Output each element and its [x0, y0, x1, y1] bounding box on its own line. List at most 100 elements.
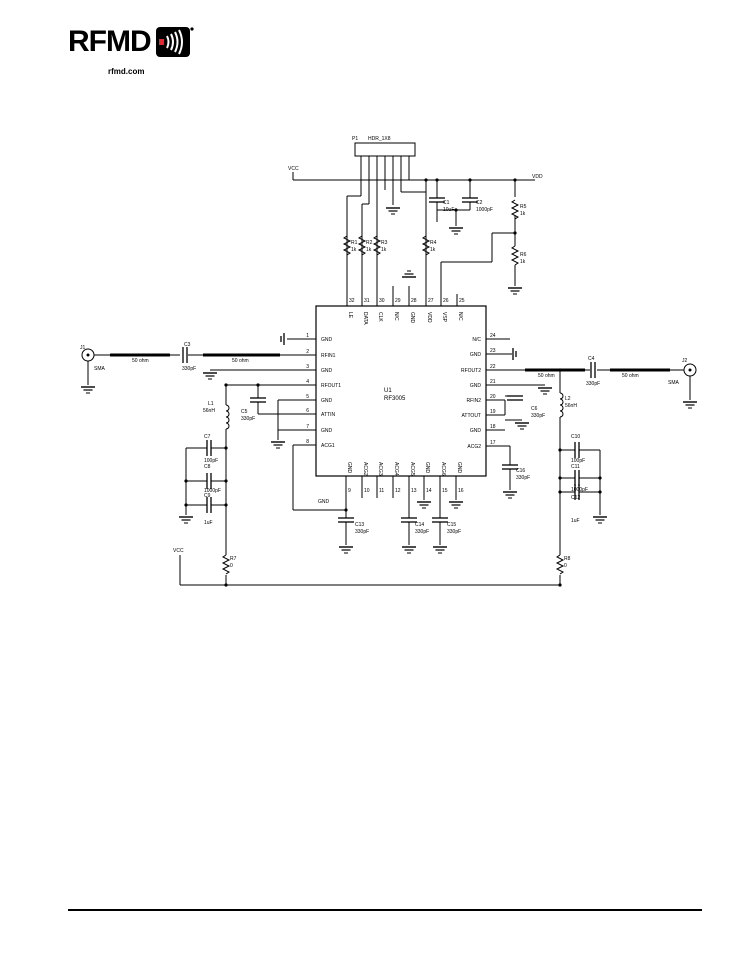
- r4-ref: R4: [430, 240, 437, 246]
- r1-value: 1k: [351, 247, 357, 253]
- c2-value: 1000pF: [476, 207, 493, 213]
- c9-value: 1uF: [204, 520, 213, 526]
- pin-name-left: ATTIN: [321, 412, 335, 418]
- pin-number-right: 24: [490, 333, 496, 339]
- l1-value: 56nH: [203, 408, 215, 414]
- c11-ref: C11: [571, 464, 580, 470]
- chip-body: [315, 305, 487, 477]
- pin-name-right: GND: [470, 352, 482, 358]
- pin-number-bottom: 14: [426, 488, 432, 494]
- c10-value: 100pF: [571, 458, 585, 464]
- connector-header: [354, 142, 416, 157]
- logo-text: RFMD: [68, 25, 152, 58]
- pin-number-left: 7: [306, 424, 309, 430]
- pin-number-left: 5: [306, 394, 309, 400]
- pin-name-left: RFOUT1: [321, 383, 341, 389]
- vcc-bottom-label: VCC: [173, 548, 184, 554]
- r6-ref: R6: [520, 252, 527, 258]
- c13-ref: C13: [355, 522, 364, 528]
- c12-value: 1uF: [571, 518, 580, 524]
- c1-ref: C1: [443, 200, 450, 206]
- l1-ref: L1: [208, 401, 214, 407]
- j1-ref: J1: [80, 345, 86, 351]
- pin-name-left: GND: [321, 428, 333, 434]
- pin-name-left: RFIN1: [321, 353, 336, 359]
- pin-number-right: 19: [490, 409, 496, 415]
- pin-name-left: GND: [321, 398, 333, 404]
- pin-number-top: 29: [395, 298, 401, 304]
- c1-value: 10uF: [443, 207, 454, 213]
- c15-ref: C15: [447, 522, 456, 528]
- connector-part: HDR_1X8: [368, 136, 391, 142]
- pin-name-bottom: GND: [346, 462, 352, 474]
- c7-ref: C7: [204, 434, 211, 440]
- pin-number-left: 2: [306, 349, 309, 355]
- connector-ref: P1: [352, 136, 358, 142]
- pin-number-right: 22: [490, 364, 496, 370]
- pin-number-top: 30: [379, 298, 385, 304]
- pin-number-left: 3: [306, 364, 309, 370]
- pin-name-bottom: ACG3: [377, 462, 383, 476]
- r8-ref: R8: [564, 556, 571, 562]
- c5-value: 330pF: [241, 416, 255, 422]
- r7-value: 0: [230, 563, 233, 569]
- pin-number-bottom: 9: [348, 488, 351, 494]
- pin-number-left: 8: [306, 439, 309, 445]
- pin-number-top: 25: [459, 298, 465, 304]
- r8-value: 0: [564, 563, 567, 569]
- c15-value: 330pF: [447, 529, 461, 535]
- pin-name-bottom: ACG4: [393, 462, 399, 476]
- c4-value: 330pF: [586, 381, 600, 387]
- pin-name-left: GND: [321, 337, 333, 343]
- pin-number-right: 23: [490, 348, 496, 354]
- pin-number-top: 26: [443, 298, 449, 304]
- pin-number-top: 27: [428, 298, 434, 304]
- pin-name-bottom: GND: [456, 462, 462, 474]
- pin-number-top: 32: [349, 298, 355, 304]
- chip-part: RF3005: [384, 396, 406, 402]
- r7-ref: R7: [230, 556, 237, 562]
- pin-name-bottom: ACG2: [362, 462, 368, 476]
- pin-number-bottom: 13: [411, 488, 417, 494]
- c6-value: 330pF: [531, 413, 545, 419]
- pin-number-bottom: 15: [442, 488, 448, 494]
- pin-name-right: RFOUT2: [461, 368, 481, 374]
- pin-number-right: 18: [490, 424, 496, 430]
- rfmd-logo: RFMD: [68, 26, 198, 60]
- trace-t1: 50 ohm: [132, 358, 149, 364]
- trace-t4: 50 ohm: [622, 373, 639, 379]
- pin-name-bottom: ACG5: [409, 462, 415, 476]
- r4-value: 1k: [430, 247, 436, 253]
- chip-ref: U1: [384, 388, 392, 394]
- r2-value: 1k: [366, 247, 372, 253]
- pin-number-bottom: 11: [379, 488, 384, 494]
- c16-ref: C16: [516, 468, 525, 474]
- r5-value: 1k: [520, 211, 526, 217]
- trace-t2: 50 ohm: [232, 358, 249, 364]
- j2-ref: J2: [682, 358, 688, 364]
- pin-number-left: 4: [306, 379, 309, 385]
- j2-type: SMA: [668, 380, 680, 386]
- r6-value: 1k: [520, 259, 526, 265]
- l2-ref: L2: [565, 396, 571, 402]
- c11-value: 1000pF: [571, 487, 588, 493]
- pin-number-bottom: 16: [458, 488, 464, 494]
- pin-name-top: CLK: [377, 312, 383, 322]
- pin-name-right: ATTOUT: [461, 413, 481, 419]
- footer-rule: [68, 909, 702, 911]
- r3-value: 1k: [381, 247, 387, 253]
- pin-name-right: N/C: [472, 337, 481, 343]
- c5-ref: C5: [241, 409, 248, 415]
- pin-number-left: 6: [306, 408, 309, 414]
- c8-value: 1000pF: [204, 488, 221, 494]
- c12-ref: C12: [571, 495, 580, 501]
- pin-name-top: VSP: [441, 312, 447, 323]
- pin-name-left: ACG1: [321, 443, 335, 449]
- site-url: rfmd.com: [108, 67, 145, 76]
- pin-name-top: VDD: [426, 312, 432, 323]
- c7-value: 100pF: [204, 458, 218, 464]
- pin-number-bottom: 12: [395, 488, 401, 494]
- pin-name-right: ACG2: [467, 444, 481, 450]
- pin-name-top: DATA: [362, 312, 368, 325]
